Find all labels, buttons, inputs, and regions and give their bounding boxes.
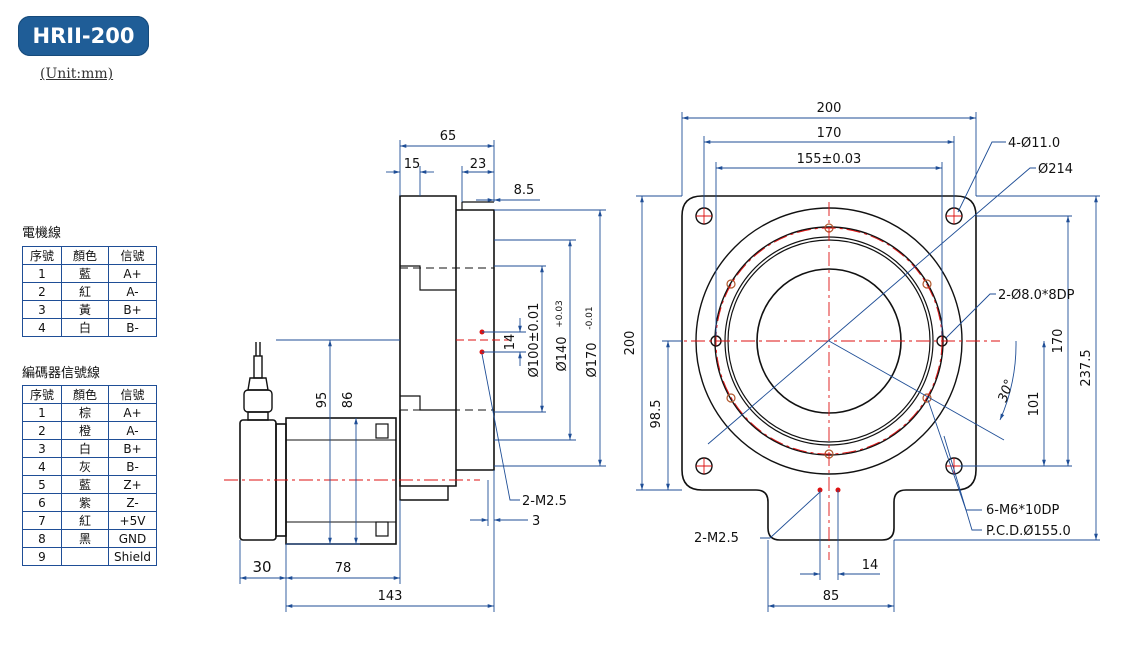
table-cell: B+: [108, 439, 157, 458]
table-cell: B+: [108, 300, 157, 319]
dim-phi140: Ø140 +0.03: [555, 300, 570, 371]
label-pcd: P.C.D.Ø155.0: [986, 524, 1071, 539]
dim-170-height: 170: [1051, 329, 1066, 354]
table-cell: 紫: [61, 493, 109, 512]
side-view: [239, 195, 495, 545]
dim-8-5: 8.5: [514, 183, 535, 198]
table-cell: 黃: [61, 300, 109, 319]
dim-3: 3: [532, 514, 540, 529]
table-cell: B-: [108, 318, 157, 337]
table-cell: 藍: [61, 475, 109, 494]
encoder-table-caption: 編碼器信號線: [22, 366, 101, 381]
front-view-dimensions: [636, 112, 1100, 612]
svg-text:+0.03: +0.03: [555, 300, 565, 328]
col-header: 序號: [22, 385, 62, 404]
table-cell: Shield: [108, 547, 157, 566]
dim-237-5: 237.5: [1079, 349, 1094, 386]
label-phi214: Ø214: [1038, 162, 1073, 177]
label-2-m2-5-front: 2-M2.5: [694, 531, 739, 546]
dim-23: 23: [470, 157, 487, 172]
table-header-row: 序號 顏色 信號: [22, 385, 157, 404]
unit-label: (Unit:mm): [40, 66, 114, 82]
label-2-m2-5-side: 2-M2.5: [522, 494, 567, 509]
dim-78: 78: [335, 561, 352, 576]
table-cell: A-: [108, 421, 157, 440]
label-angle: 30°: [996, 377, 1018, 404]
table-cell: Z+: [108, 475, 157, 494]
svg-text:Ø170: Ø170: [585, 342, 600, 377]
col-header: 信號: [108, 246, 157, 265]
model-badge: HRII-200: [18, 16, 149, 56]
side-view-dimensions: [239, 140, 606, 612]
dim-15: 15: [404, 157, 421, 172]
front-view-centerlines: [666, 202, 1000, 560]
dim-155: 155±0.03: [797, 152, 862, 167]
dim-200-height: 200: [623, 331, 638, 356]
motor-table-caption: 電機線: [22, 226, 62, 241]
dim-98-5: 98.5: [649, 400, 664, 429]
front-view-labels: 200 170 155±0.03 4-Ø11.0 Ø214 2-Ø8.0*8DP…: [623, 101, 1094, 604]
label-m6: 6-M6*10DP: [986, 503, 1060, 518]
side-view-labels: 65 15 23 8.5 14 Ø100±0.01 Ø140 +0.03 Ø17…: [252, 129, 600, 604]
dim-phi100: Ø100±0.01: [527, 303, 542, 378]
dim-14-side: 14: [503, 334, 518, 351]
table-header-row: 序號 顏色 信號: [22, 246, 157, 265]
dim-95: 95: [315, 392, 330, 409]
dim-65: 65: [440, 129, 457, 144]
dim-200-width: 200: [817, 101, 842, 116]
table-cell: A+: [108, 403, 157, 422]
table-cell: 白: [61, 318, 109, 337]
dim-85: 85: [823, 589, 840, 604]
label-pins: 2-Ø8.0*8DP: [998, 288, 1075, 303]
dim-14-front: 14: [862, 558, 879, 573]
dim-101: 101: [1027, 392, 1042, 417]
svg-text:-0.01: -0.01: [585, 306, 595, 329]
label-4-holes: 4-Ø11.0: [1008, 136, 1060, 151]
svg-text:Ø140: Ø140: [555, 336, 570, 371]
dim-170-width: 170: [817, 126, 842, 141]
dim-143: 143: [378, 589, 403, 604]
dim-30: 30: [252, 558, 271, 576]
dim-phi170: Ø170 -0.01: [585, 306, 600, 377]
table-cell: +5V: [108, 511, 157, 530]
table-cell: GND: [108, 529, 157, 548]
dim-86: 86: [341, 392, 356, 409]
